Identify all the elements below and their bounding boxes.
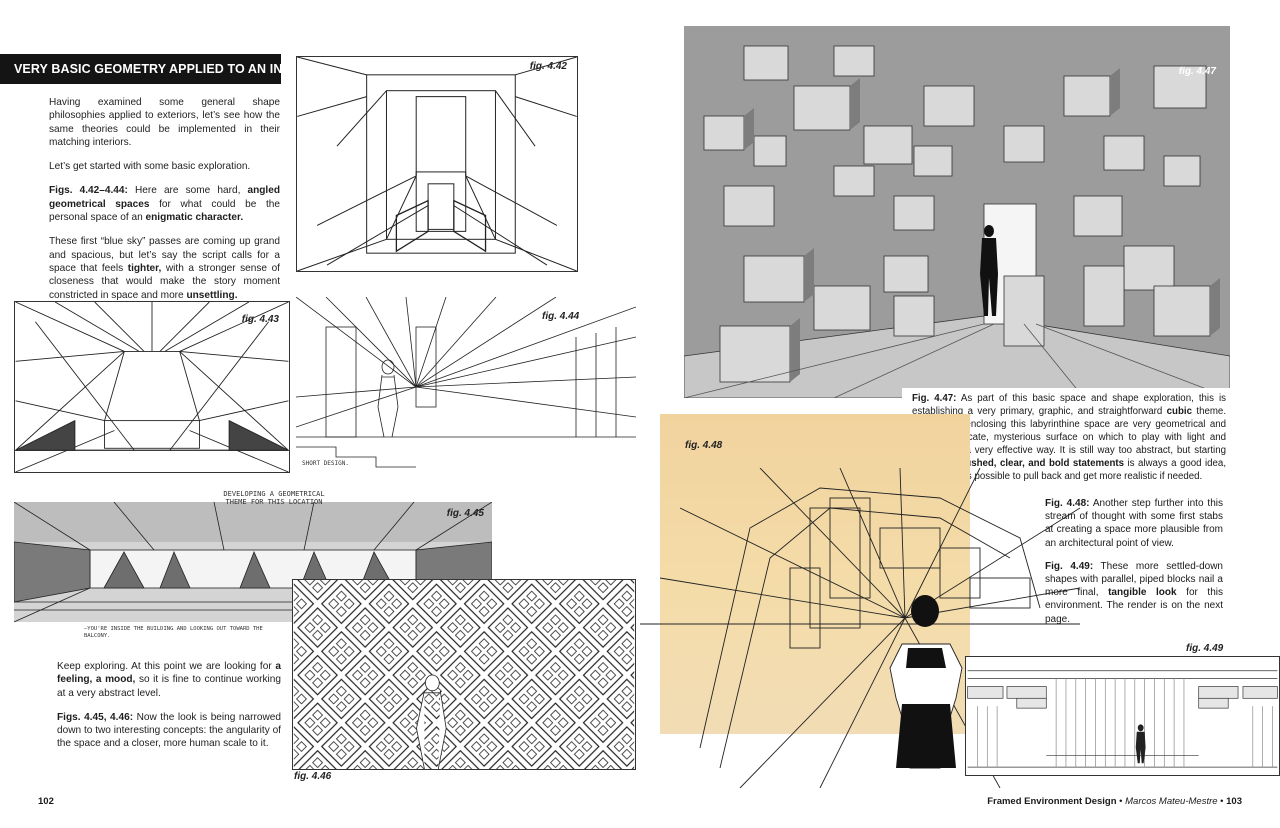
figure-4-49-sketch bbox=[965, 656, 1280, 776]
right-page-number: 103 bbox=[1226, 796, 1242, 807]
figure-4-48-label: fig. 4.48 bbox=[685, 440, 723, 451]
intro-paragraph-4: These first “blue sky” passes are coming… bbox=[49, 236, 280, 301]
figure-4-47-render: fig. 4.47 bbox=[684, 26, 1230, 398]
explore-text: Keep exploring. At this point we are loo… bbox=[57, 660, 281, 762]
explore-paragraph-2: Figs. 4.45, 4.46: Now the look is being … bbox=[57, 711, 281, 750]
figure-4-43-sketch: fig. 4.43 bbox=[14, 301, 290, 473]
figure-4-45-handwritten-note: —YOU'RE INSIDE THE BUILDING AND LOOKING … bbox=[84, 626, 263, 639]
running-footer: Framed Environment Design • Marcos Mateu… bbox=[987, 796, 1242, 807]
intro-paragraph-1: Having examined some general shape philo… bbox=[49, 97, 280, 148]
figure-4-45-handwritten-title: DEVELOPING A GEOMETRICAL THEME FOR THIS … bbox=[223, 490, 325, 506]
figure-4-44-label: fig. 4.44 bbox=[542, 311, 580, 322]
left-page-number: 102 bbox=[38, 796, 54, 807]
section-heading: VERY BASIC GEOMETRY APPLIED TO AN INTERI… bbox=[0, 54, 330, 84]
figure-4-45-label: fig. 4.45 bbox=[446, 508, 484, 519]
figure-4-42-sketch: fig. 4.42 bbox=[296, 56, 578, 272]
intro-paragraph-2: Let’s get started with some basic explor… bbox=[49, 161, 251, 173]
figure-4-44-handwritten-note: SHORT DESIGN. bbox=[302, 460, 349, 467]
figure-4-46-sketch bbox=[292, 579, 636, 770]
figure-4-49-caption-text: Fig. 4.49: These more settled-down shape… bbox=[1045, 560, 1223, 625]
figure-4-46-label: fig. 4.46 bbox=[294, 771, 332, 782]
figure-4-43-label: fig. 4.43 bbox=[241, 314, 279, 325]
figure-4-43-drawing bbox=[15, 302, 289, 472]
intro-paragraph-3: Figs. 4.42–4.44: Here are some hard, ang… bbox=[49, 185, 280, 224]
figure-4-48-caption: Fig. 4.48: Another step further into thi… bbox=[1045, 497, 1223, 636]
author-name: Marcos Mateu-Mestre bbox=[1125, 796, 1218, 807]
figure-4-48-caption-text: Fig. 4.48: Another step further into thi… bbox=[1045, 498, 1223, 549]
figure-4-45-sketch: fig. 4.45 bbox=[14, 502, 492, 622]
figure-4-46-drawing bbox=[293, 580, 635, 769]
figure-4-47-label: fig. 4.47 bbox=[1178, 66, 1216, 77]
figure-4-48-sketch: fig. 4.48 bbox=[640, 440, 1081, 789]
figure-4-44-drawing bbox=[296, 297, 636, 468]
figure-4-45-drawing bbox=[14, 502, 492, 622]
figure-4-42-drawing bbox=[297, 57, 577, 271]
figure-4-48-drawing bbox=[640, 467, 1081, 789]
book-title: Framed Environment Design bbox=[987, 796, 1117, 807]
intro-text: Having examined some general shape philo… bbox=[49, 96, 280, 313]
explore-paragraph-1: Keep exploring. At this point we are loo… bbox=[57, 661, 281, 699]
figure-4-42-label: fig. 4.42 bbox=[529, 61, 567, 72]
figure-4-49-label: fig. 4.49 bbox=[1186, 643, 1224, 654]
figure-4-44-sketch: fig. 4.44 SHORT DESIGN. bbox=[296, 297, 636, 475]
figure-4-47-drawing bbox=[684, 26, 1230, 398]
figure-4-49-drawing bbox=[967, 670, 1278, 768]
